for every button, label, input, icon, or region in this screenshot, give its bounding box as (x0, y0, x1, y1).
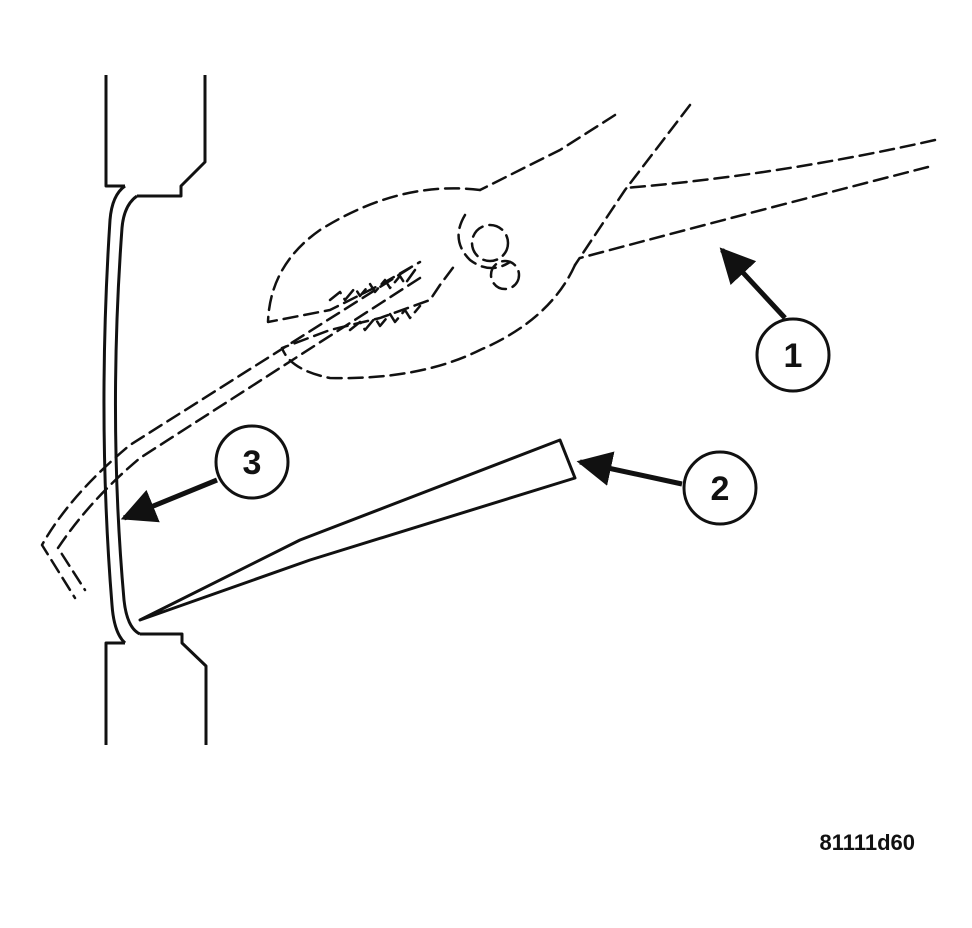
pliers-outline (40, 103, 937, 600)
callout-1: 1 (719, 247, 831, 393)
upper-housing (104, 75, 207, 198)
figure-reference: 81111d60 (820, 830, 915, 855)
seal-clip (102, 184, 141, 645)
lower-housing (104, 632, 208, 745)
callout-1-label: 1 (784, 337, 803, 375)
pry-tool (138, 438, 577, 622)
callout-2-label: 2 (711, 470, 730, 508)
callout-3-label: 3 (243, 444, 262, 482)
callout-2: 2 (576, 450, 758, 526)
callout-3: 3 (120, 424, 290, 523)
